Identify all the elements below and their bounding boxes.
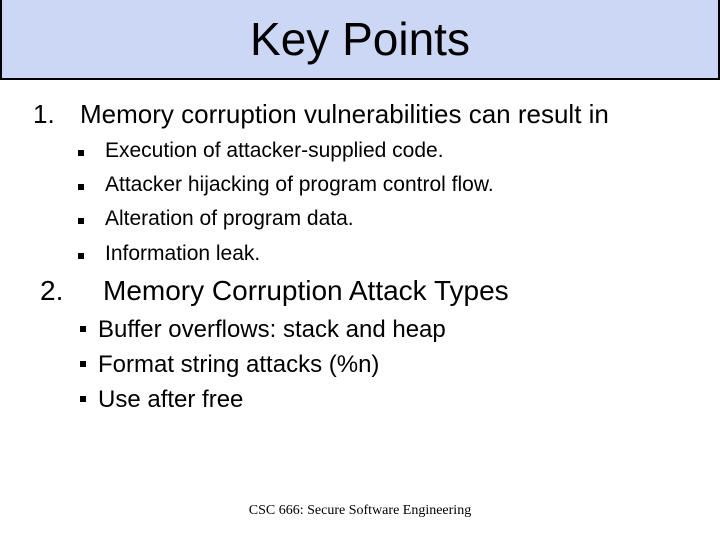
item-text: Memory Corruption Attack Types: [103, 275, 509, 306]
bullet-item: Information leak.: [78, 243, 260, 264]
item-number: 2.: [40, 275, 64, 306]
square-bullet-icon: [80, 361, 86, 367]
bullet-item: Execution of attacker-supplied code.: [78, 140, 444, 161]
bullet-item: Format string attacks (%n): [80, 353, 379, 377]
footer-text: CSC 666: Secure Software Engineering: [248, 503, 472, 518]
item-number: 1.: [33, 99, 55, 129]
square-bullet-icon: [78, 184, 84, 190]
numbered-item-2: 2. Memory Corruption Attack Types: [40, 277, 509, 305]
bullet-item: Use after free: [80, 388, 243, 412]
title-banner: Key Points: [0, 0, 720, 80]
bullet-text: Information leak.: [105, 242, 261, 265]
bullet-text: Buffer overflows: stack and heap: [98, 316, 446, 343]
numbered-item-1: 1. Memory corruption vulnerabilities can …: [33, 101, 609, 127]
square-bullet-icon: [78, 218, 84, 224]
bullet-text: Attacker hijacking of program control fl…: [105, 173, 494, 196]
square-bullet-icon: [78, 150, 84, 156]
bullet-item: Alteration of program data.: [78, 208, 354, 229]
bullet-item: Buffer overflows: stack and heap: [80, 318, 446, 342]
bullet-item: Attacker hijacking of program control fl…: [78, 174, 494, 195]
bullet-text: Alteration of program data.: [105, 207, 354, 230]
square-bullet-icon: [78, 253, 84, 259]
square-bullet-icon: [80, 396, 86, 402]
slide-title: Key Points: [250, 13, 470, 65]
square-bullet-icon: [80, 326, 86, 332]
bullet-text: Format string attacks (%n): [98, 351, 380, 378]
bullet-text: Execution of attacker-supplied code.: [105, 139, 444, 162]
bullet-text: Use after free: [98, 386, 244, 413]
item-text: Memory corruption vulnerabilities can re…: [80, 99, 609, 129]
